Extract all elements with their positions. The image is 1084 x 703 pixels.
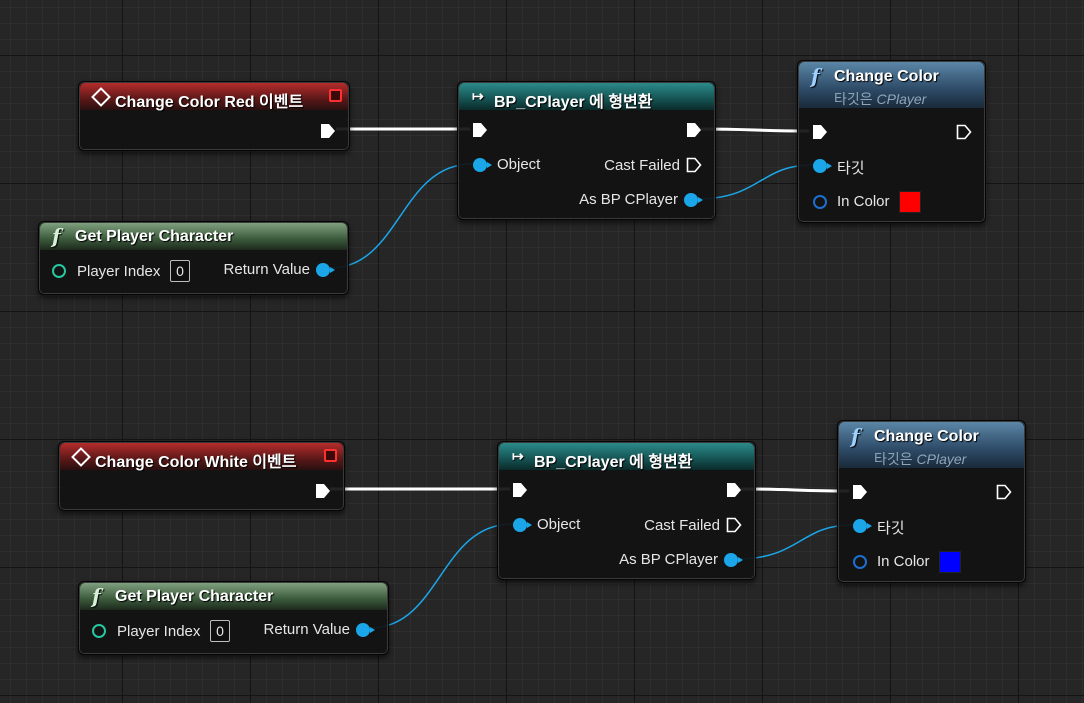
event-node-header: Change Color White 이벤트 bbox=[60, 443, 343, 471]
call-node-header: f Change Color 타깃은 CPlayer bbox=[799, 62, 984, 108]
event-node-change-color-white[interactable]: Change Color White 이벤트 bbox=[58, 441, 345, 511]
return-value-pin[interactable] bbox=[356, 623, 375, 637]
object-input-pin[interactable] bbox=[513, 518, 532, 532]
as-bp-cplayer-pin[interactable] bbox=[724, 553, 743, 567]
function-icon: f bbox=[851, 424, 860, 448]
exec-input-pin[interactable] bbox=[472, 122, 488, 138]
target-label: 타깃 bbox=[837, 160, 865, 177]
cast-node-header: ↦ BP_CPlayer 에 형변환 bbox=[459, 83, 714, 111]
target-pin[interactable] bbox=[813, 159, 832, 173]
function-node-title: Get Player Character bbox=[115, 588, 274, 605]
in-color-label: In Color bbox=[837, 193, 890, 210]
get-player-character-node[interactable]: f Get Player Character Player Index 0 Re… bbox=[78, 581, 389, 655]
function-node-header: f Get Player Character bbox=[80, 583, 387, 610]
exec-wire bbox=[700, 127, 810, 133]
function-node-title: Get Player Character bbox=[75, 228, 234, 245]
event-diamond-icon bbox=[91, 87, 111, 107]
exec-output-pin[interactable] bbox=[956, 124, 972, 140]
in-color-label: In Color bbox=[877, 553, 930, 570]
delegate-pin-icon[interactable] bbox=[324, 449, 337, 462]
player-index-pin[interactable] bbox=[92, 624, 106, 638]
get-player-character-node[interactable]: f Get Player Character Player Index 0 Re… bbox=[38, 221, 349, 295]
return-value-label: Return Value bbox=[223, 261, 310, 278]
call-node-subtitle: 타깃은 CPlayer bbox=[834, 91, 927, 107]
cast-node-title: BP_CPlayer 에 형변환 bbox=[494, 94, 653, 111]
cast-arrow-icon: ↦ bbox=[512, 448, 524, 464]
exec-input-pin[interactable] bbox=[512, 482, 528, 498]
cast-node-bp-cplayer[interactable]: ↦ BP_CPlayer 에 형변환 Object Cast Failed As… bbox=[497, 441, 756, 580]
function-node-header: f Get Player Character bbox=[40, 223, 347, 250]
as-bp-cplayer-label: As BP CPlayer bbox=[579, 191, 678, 208]
cast-node-bp-cplayer[interactable]: ↦ BP_CPlayer 에 형변환 Object Cast Failed As… bbox=[457, 81, 716, 220]
exec-output-pin[interactable] bbox=[686, 122, 702, 138]
object-label: Object bbox=[537, 516, 581, 533]
object-input-pin[interactable] bbox=[473, 158, 492, 172]
exec-output-pin[interactable] bbox=[996, 484, 1012, 500]
cast-arrow-icon: ↦ bbox=[472, 88, 484, 104]
cast-node-title: BP_CPlayer 에 형변환 bbox=[534, 454, 693, 471]
in-color-swatch[interactable] bbox=[939, 551, 961, 573]
object-wire bbox=[736, 524, 853, 560]
as-bp-cplayer-pin[interactable] bbox=[684, 193, 703, 207]
object-wire bbox=[369, 523, 513, 629]
cast-node-header: ↦ BP_CPlayer 에 형변환 bbox=[499, 443, 754, 471]
cast-failed-label: Cast Failed bbox=[604, 157, 680, 174]
delegate-pin-icon[interactable] bbox=[329, 89, 342, 102]
target-label: 타깃 bbox=[877, 520, 905, 537]
exec-output-pin[interactable] bbox=[315, 483, 331, 499]
exec-input-pin[interactable] bbox=[812, 124, 828, 140]
object-wire bbox=[329, 163, 473, 269]
event-diamond-icon bbox=[71, 447, 91, 467]
cast-failed-pin[interactable] bbox=[686, 157, 702, 173]
exec-wire bbox=[740, 487, 850, 493]
call-node-header: f Change Color 타깃은 CPlayer bbox=[839, 422, 1024, 468]
exec-input-pin[interactable] bbox=[852, 484, 868, 500]
event-node-title: Change Color Red 이벤트 bbox=[115, 94, 304, 111]
event-node-title: Change Color White 이벤트 bbox=[95, 454, 297, 471]
exec-output-pin[interactable] bbox=[320, 123, 336, 139]
cast-failed-label: Cast Failed bbox=[644, 517, 720, 534]
function-icon: f bbox=[92, 584, 101, 608]
change-color-node[interactable]: f Change Color 타깃은 CPlayer 타깃 In Color bbox=[837, 420, 1026, 583]
in-color-pin[interactable] bbox=[853, 555, 867, 569]
player-index-input[interactable]: 0 bbox=[170, 260, 190, 282]
player-index-pin[interactable] bbox=[52, 264, 66, 278]
function-icon: f bbox=[811, 64, 820, 88]
event-node-header: Change Color Red 이벤트 bbox=[80, 83, 348, 111]
call-node-subtitle: 타깃은 CPlayer bbox=[874, 451, 967, 467]
player-index-input[interactable]: 0 bbox=[210, 620, 230, 642]
object-wire bbox=[696, 164, 813, 200]
event-node-change-color-red[interactable]: Change Color Red 이벤트 bbox=[78, 81, 350, 151]
function-icon: f bbox=[52, 224, 61, 248]
target-pin[interactable] bbox=[853, 519, 872, 533]
as-bp-cplayer-label: As BP CPlayer bbox=[619, 551, 718, 568]
return-value-pin[interactable] bbox=[316, 263, 335, 277]
exec-output-pin[interactable] bbox=[726, 482, 742, 498]
cast-failed-pin[interactable] bbox=[726, 517, 742, 533]
in-color-pin[interactable] bbox=[813, 195, 827, 209]
player-index-label: Player Index bbox=[117, 623, 201, 640]
change-color-node[interactable]: f Change Color 타깃은 CPlayer 타깃 In Color bbox=[797, 60, 986, 223]
return-value-label: Return Value bbox=[263, 621, 350, 638]
call-node-title: Change Color bbox=[834, 68, 939, 85]
call-node-title: Change Color bbox=[874, 428, 979, 445]
in-color-swatch[interactable] bbox=[899, 191, 921, 213]
player-index-label: Player Index bbox=[77, 263, 161, 280]
object-label: Object bbox=[497, 156, 541, 173]
